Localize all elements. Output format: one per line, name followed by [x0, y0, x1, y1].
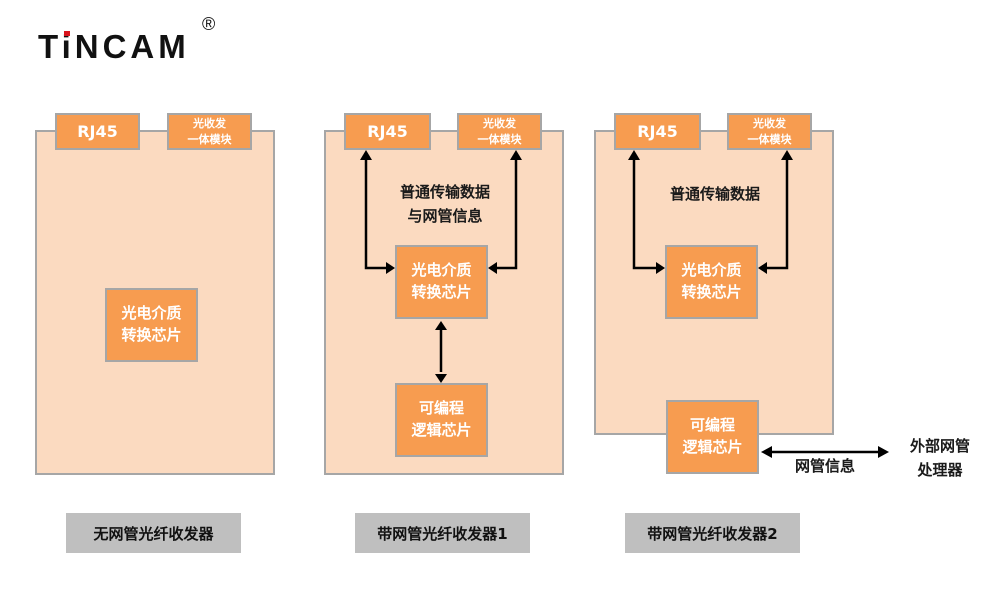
arrowhead-up	[435, 321, 447, 330]
external-processor-label: 外部网管处理器	[909, 437, 970, 479]
optical-module: 光收发一体模块	[457, 113, 542, 150]
arrowhead-left	[758, 262, 767, 274]
arrowhead-left	[488, 262, 497, 274]
logo-red-dot	[63, 31, 70, 36]
arrowhead-up	[628, 150, 640, 160]
arrowhead-up	[510, 150, 522, 160]
rj45-port: RJ45	[344, 113, 431, 150]
caption-managed-2: 带网管光纤收发器2	[625, 513, 800, 553]
arrowhead-right	[656, 262, 665, 274]
registered-mark: ®	[202, 14, 216, 34]
arrowhead-up	[781, 150, 793, 160]
data-flow-label: 普通传输数据与网管信息	[399, 183, 490, 225]
rj45-port: RJ45	[55, 113, 140, 150]
converter-chip: 光电介质转换芯片	[395, 245, 488, 319]
caption-managed-1: 带网管光纤收发器1	[355, 513, 530, 553]
arrow-module-to-converter	[765, 158, 789, 270]
logo-letter-i: i	[61, 28, 75, 65]
management-info-label: 网管信息	[794, 457, 855, 475]
converter-chip: 光电介质转换芯片	[665, 245, 758, 319]
logic-chip: 可编程逻辑芯片	[395, 383, 488, 457]
data-flow-label: 普通传输数据	[669, 185, 760, 203]
rj45-port: RJ45	[614, 113, 701, 150]
converter-chip: 光电介质转换芯片	[105, 288, 198, 362]
optical-module: 光收发一体模块	[727, 113, 812, 150]
arrow-module-to-converter	[495, 158, 518, 270]
optical-module: 光收发一体模块	[167, 113, 252, 150]
arrowhead-right	[386, 262, 395, 274]
arrowhead-left	[761, 446, 772, 458]
arrowhead-down	[435, 374, 447, 383]
arrow-rj45-to-converter	[632, 158, 658, 270]
arrow-rj45-to-converter	[364, 158, 388, 270]
logic-chip: 可编程逻辑芯片	[666, 400, 759, 474]
caption-unmanaged: 无网管光纤收发器	[66, 513, 241, 553]
logo-letters-ncam: NCAM	[74, 28, 190, 65]
arrowhead-up	[360, 150, 372, 160]
arrowhead-right	[878, 446, 889, 458]
logo-letter-t: T	[38, 28, 62, 65]
